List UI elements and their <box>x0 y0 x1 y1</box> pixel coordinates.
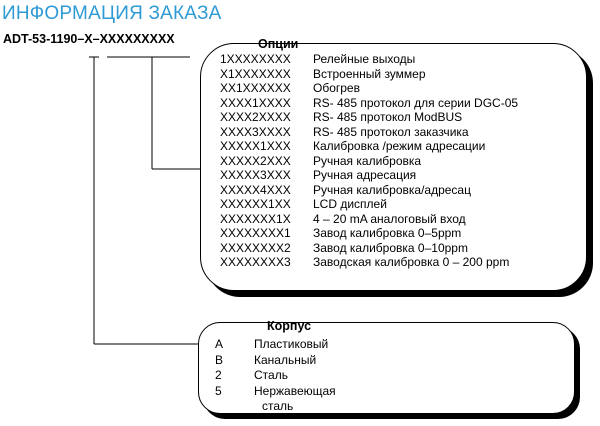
body-code: A <box>215 337 224 351</box>
body-description: Нержавеющая <box>254 383 336 398</box>
body-code: B <box>215 352 224 367</box>
options-heading: Опции <box>258 37 299 51</box>
option-code: XXXXXXXX1 <box>220 226 291 240</box>
body-description: Канальный <box>254 352 317 367</box>
body-code: 2 <box>215 368 222 382</box>
option-code: XXXXX3XXX <box>220 168 291 182</box>
option-description: Ручная калибровка <box>313 153 422 168</box>
option-code: XXXXXX1XX <box>220 197 291 211</box>
option-description: Встроенный зуммер <box>313 66 426 81</box>
option-description: Завод калибровка 0–10ppm <box>313 240 468 255</box>
body-description-continuation: сталь <box>262 399 294 413</box>
option-description: RS- 485 протокол заказчика <box>313 124 469 139</box>
option-code: X1XXXXXXX <box>220 66 291 81</box>
option-code: XX1XXXXXX <box>220 81 291 95</box>
option-code: XXXXX1XXX <box>220 139 291 153</box>
option-code: XXXXX4XXX <box>220 182 291 197</box>
option-code: XXXX1XXXX <box>220 95 291 110</box>
model-code: ADT-53-1190–X–XXXXXXXXX <box>3 32 175 46</box>
option-code: XXXXXXX1X <box>220 211 291 226</box>
option-description: RS- 485 протокол ModBUS <box>313 110 463 124</box>
option-code: XXXX2XXXX <box>220 110 291 124</box>
body-heading: Корпус <box>267 319 312 333</box>
option-description: RS- 485 протокол для серии DGC-05 <box>313 95 519 110</box>
option-code: XXXXX2XXX <box>220 153 291 168</box>
body-code: 5 <box>215 383 222 398</box>
body-description: Пластиковый <box>254 337 329 351</box>
option-code: XXXX3XXXX <box>220 124 291 139</box>
option-description: Заводская калибровка 0 – 200 ppm <box>313 255 510 269</box>
option-description: LCD дисплей <box>313 197 387 211</box>
body-description: Сталь <box>254 368 288 382</box>
option-description: 4 – 20 mA аналоговый вход <box>313 211 466 226</box>
option-description: Завод калибровка 0–5ppm <box>313 226 462 240</box>
option-code: XXXXXXXX2 <box>220 240 291 255</box>
option-description: Ручная адресация <box>313 168 417 182</box>
option-description: Калибровка /режим адресации <box>313 139 486 153</box>
option-code: XXXXXXXX3 <box>220 255 291 269</box>
option-description: Релейные выходы <box>313 52 416 66</box>
option-code: 1XXXXXXXX <box>220 52 291 66</box>
option-description: Обогрев <box>313 81 360 95</box>
option-description: Ручная калибровка/адресац <box>313 182 471 197</box>
order-info-title: ИНФОРМАЦИЯ ЗАКАЗА <box>2 3 222 24</box>
